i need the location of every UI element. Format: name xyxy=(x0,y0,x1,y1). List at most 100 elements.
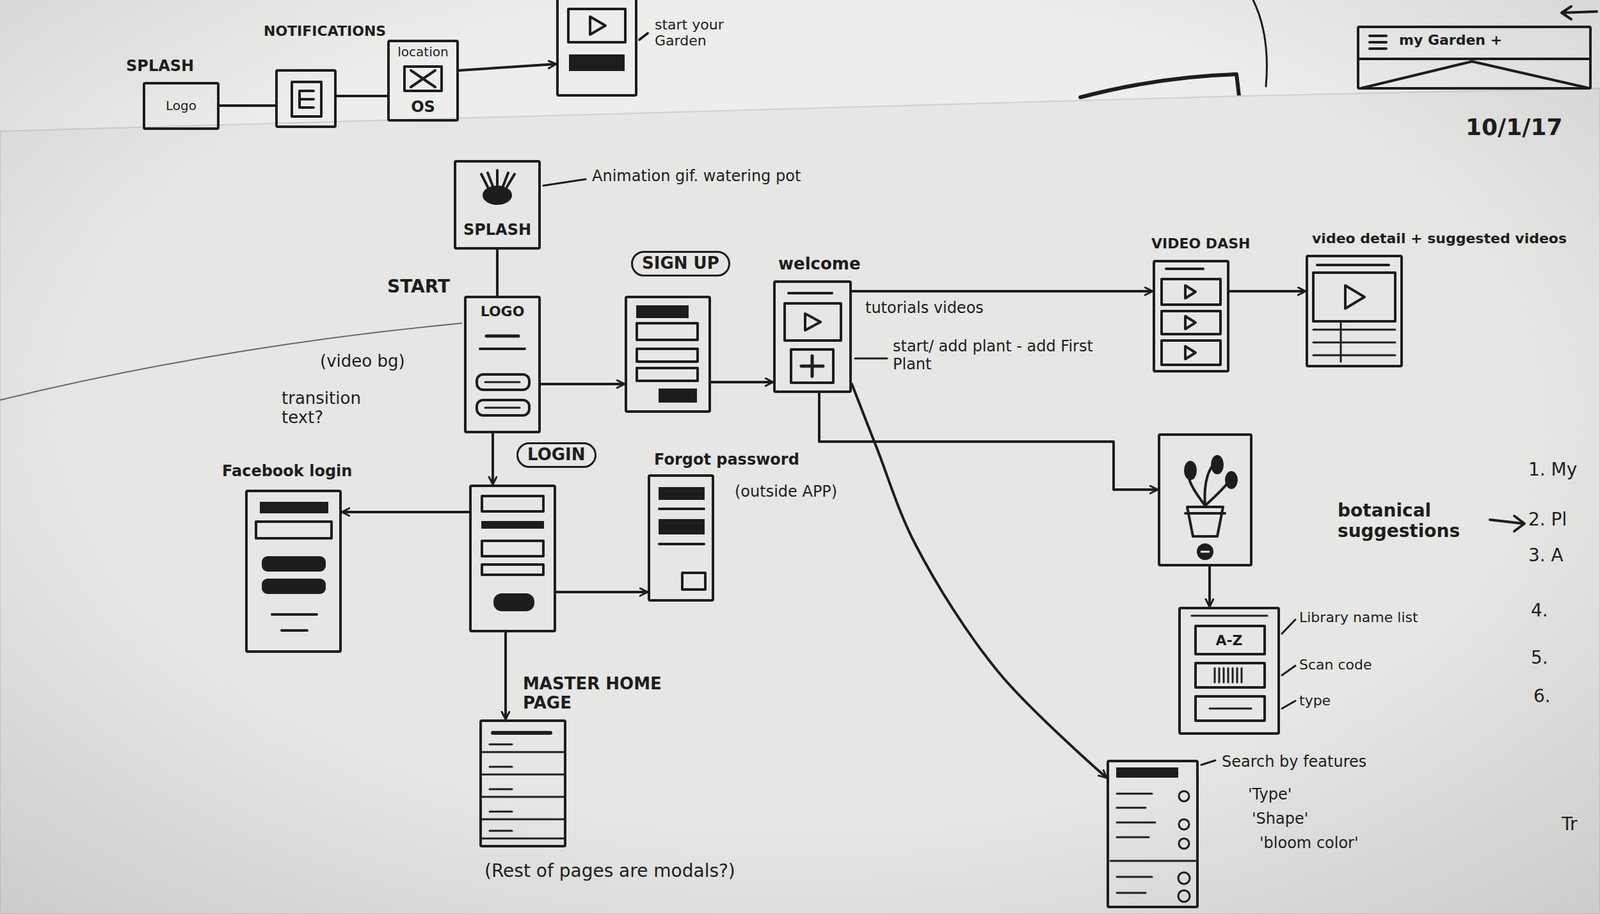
note-holder: transition text? xyxy=(281,389,391,428)
watering-pot-icon xyxy=(481,170,515,187)
facebook-screen-sketch xyxy=(262,579,326,594)
plant-screen-sketch xyxy=(1200,551,1210,553)
signup-screen-sketch xyxy=(636,305,688,318)
screen-body: my Garden + xyxy=(1359,28,1590,88)
screen-sketch: Forgot password xyxy=(647,474,715,602)
screen-body xyxy=(1160,435,1250,564)
note-text: Animation gif. watering pot xyxy=(592,167,801,186)
flow-connector xyxy=(219,104,276,107)
library-screen-sketch xyxy=(1191,615,1268,617)
screen-text: LOGO xyxy=(480,303,525,320)
screen-sketch: welcome xyxy=(773,280,852,393)
start-screen-sketch xyxy=(486,334,519,338)
flow-connector xyxy=(341,510,470,514)
screen-body xyxy=(247,492,340,651)
pencil-arc xyxy=(0,323,463,400)
forgot-screen-sketch xyxy=(659,519,704,534)
note-holder: 1. My xyxy=(1528,459,1577,480)
screen-sketch xyxy=(1157,433,1253,567)
screen-body: SPLASH xyxy=(456,162,539,248)
note-holder: (video bg) xyxy=(320,352,406,372)
video-detail-sketch xyxy=(1345,285,1365,309)
screen-title-holder: Forgot password xyxy=(654,451,800,470)
flow-connector xyxy=(491,433,495,485)
screen-title: start your Garden xyxy=(654,16,745,50)
note-text: Scan code xyxy=(1299,656,1373,673)
screen-body: A-Z xyxy=(1180,609,1278,733)
pencil-arc xyxy=(0,323,463,400)
signup-screen-sketch xyxy=(636,368,698,381)
suggestion-arrow xyxy=(1489,515,1525,532)
note-holder: Library name list xyxy=(1299,609,1419,626)
screen-sketch: Facebook login xyxy=(245,489,342,653)
login-screen-sketch xyxy=(481,496,544,611)
note-holder: Tr xyxy=(1561,814,1578,835)
facebook-screen-sketch xyxy=(256,502,332,631)
note-holder: 2. Pl xyxy=(1528,509,1567,530)
master-screen-sketch xyxy=(492,730,551,735)
flow-connector xyxy=(819,392,1158,490)
note-text: Library name list xyxy=(1299,609,1419,626)
note-text: botanical suggestions xyxy=(1337,500,1485,542)
video-dash-sketch xyxy=(1185,285,1196,299)
note-text: start/ add plant - add First Plant xyxy=(892,337,1098,374)
screen-title: Facebook login xyxy=(222,462,352,481)
screen-body xyxy=(1155,262,1227,370)
video-dash-sketch xyxy=(1161,268,1221,365)
screen-body: Logo xyxy=(145,84,217,128)
note-holder: 5. xyxy=(1530,647,1549,669)
screen-sketch: MASTER HOME PAGE xyxy=(479,719,567,848)
welcome-screen-sketch xyxy=(805,313,821,331)
forgot-screen-sketch xyxy=(659,487,706,590)
video-dash-sketch xyxy=(1185,346,1196,360)
suggestion-arrow xyxy=(1489,515,1525,532)
screen-title-holder: MASTER HOME PAGE xyxy=(522,674,664,713)
note-holder: 'bloom color' xyxy=(1259,834,1359,853)
screen-title: Forgot password xyxy=(654,451,800,470)
start-screen-sketch xyxy=(476,336,530,416)
note-text: 2. Pl xyxy=(1528,509,1567,530)
screen-title: NOTIFICATIONS xyxy=(263,23,386,40)
note-holder: 10/1/17 xyxy=(1465,113,1563,141)
screen-sketch: LogoSPLASH xyxy=(142,81,220,130)
login-screen-sketch xyxy=(481,496,544,512)
note-text: tutorials videos xyxy=(865,299,984,318)
note-text: Tr xyxy=(1561,814,1578,835)
search-screen-sketch xyxy=(1201,760,1216,765)
screen-body xyxy=(277,71,335,126)
screen-sketch: start your Garden xyxy=(556,0,638,97)
library-screen-sketch xyxy=(1195,696,1265,721)
screen-title-holder: NOTIFICATIONS xyxy=(263,23,386,40)
screen-title-holder: SPLASH xyxy=(126,57,194,76)
login-screen-sketch xyxy=(481,564,544,575)
signup-screen-sketch xyxy=(636,348,698,362)
library-screen-sketch xyxy=(1214,668,1242,683)
search-screen-sketch xyxy=(1178,791,1190,802)
screen-body xyxy=(775,282,850,391)
note-holder: (outside APP) xyxy=(734,483,838,502)
screen-title: MASTER HOME PAGE xyxy=(522,674,664,713)
screen-body xyxy=(471,487,554,630)
note-holder: tutorials videos xyxy=(865,299,984,318)
screen-title: START xyxy=(387,276,450,297)
video-detail-sketch xyxy=(1313,272,1396,322)
screen-text: A-Z xyxy=(1215,632,1243,649)
master-screen-sketch xyxy=(481,752,564,839)
flow-connector xyxy=(851,289,1153,293)
screen-text: Logo xyxy=(165,98,197,114)
plant-screen-sketch xyxy=(1184,461,1197,480)
facebook-screen-sketch xyxy=(260,502,328,513)
screen-sketch: LOGOSTART xyxy=(464,295,541,434)
video-dash-sketch xyxy=(1185,316,1196,329)
screen-sketch: locationOS xyxy=(387,39,459,122)
watering-pot-icon xyxy=(481,170,586,205)
flow-connector xyxy=(711,380,774,384)
forgot-screen-sketch xyxy=(659,542,704,546)
note-text: type xyxy=(1299,692,1331,709)
video-detail-sketch xyxy=(1313,323,1396,362)
screen-sketch: LOGIN xyxy=(469,484,557,633)
video-dash-sketch xyxy=(1166,267,1204,271)
